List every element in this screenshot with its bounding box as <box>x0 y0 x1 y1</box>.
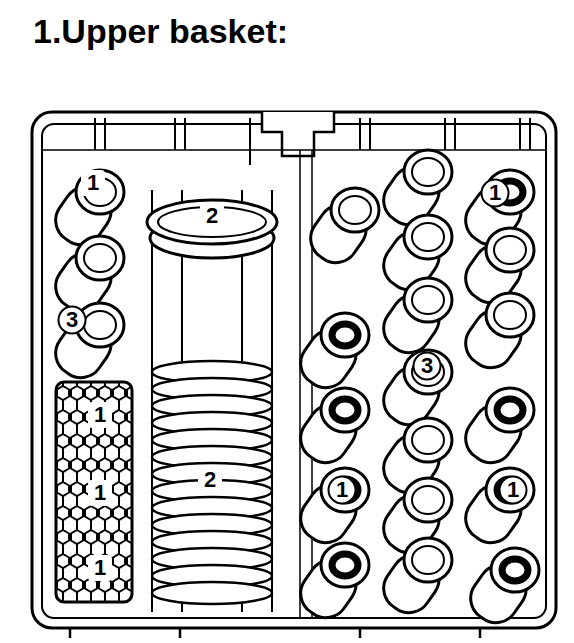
cup <box>47 303 124 386</box>
callout-number: 1 <box>328 476 357 505</box>
callout-number: 2 <box>200 203 224 229</box>
basket-frame <box>32 112 556 628</box>
cup <box>292 388 369 471</box>
callout-number: 1 <box>481 179 510 208</box>
basket-feet <box>70 628 480 638</box>
cup <box>292 313 369 396</box>
basket-inner-frame <box>42 124 546 618</box>
cutlery-rack <box>56 382 132 602</box>
cup <box>375 278 452 361</box>
plate <box>147 200 277 244</box>
callout-number: 2 <box>198 467 222 493</box>
cup <box>302 188 379 271</box>
callout-number: 1 <box>88 480 112 506</box>
basket-wires <box>42 150 546 618</box>
cup <box>375 538 452 621</box>
callout-number: 1 <box>499 476 528 505</box>
plate-stack <box>152 361 272 604</box>
callout-number: 1 <box>88 402 112 428</box>
callout-number: 1 <box>81 170 105 196</box>
heading: 1.Upper basket: <box>33 12 288 51</box>
callout-number: 1 <box>88 555 112 581</box>
cup <box>292 468 369 551</box>
callout-number: 3 <box>413 352 442 381</box>
cup <box>292 543 369 626</box>
cup <box>457 293 534 376</box>
cup <box>457 468 534 551</box>
cup <box>462 548 539 631</box>
callout-number: 3 <box>58 306 87 335</box>
cup <box>457 388 534 471</box>
